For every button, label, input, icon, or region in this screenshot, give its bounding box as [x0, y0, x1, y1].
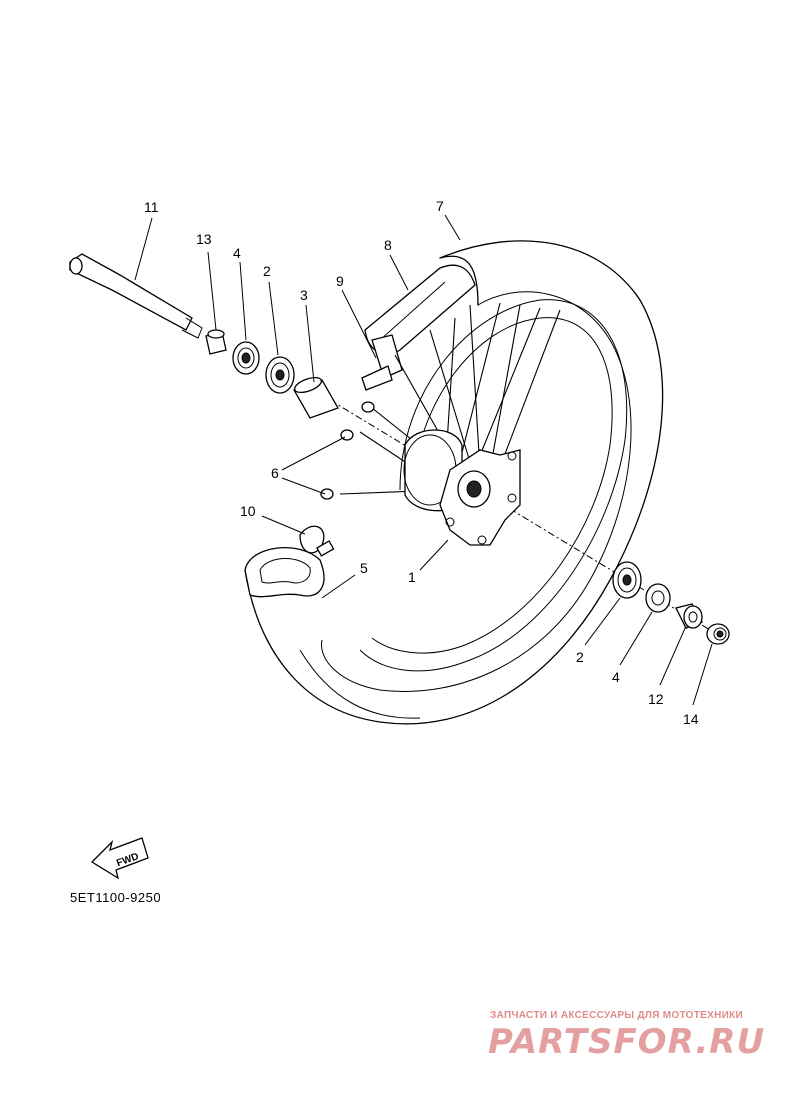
callout-9: 9: [336, 273, 344, 289]
callout-numbers: 11 13 4 2 3 9 8 7 6 10 5 1 2 4 12 14: [144, 198, 699, 727]
callout-12: 12: [648, 691, 664, 707]
oil-seal-right: [645, 583, 671, 613]
callout-13: 13: [196, 231, 212, 247]
bearing-left: [265, 356, 295, 394]
axle: [69, 253, 203, 339]
collar-13: [205, 329, 227, 355]
rim-lock: [361, 334, 403, 391]
callout-10: 10: [240, 503, 256, 519]
callout-4-right: 4: [612, 669, 620, 685]
fwd-arrow-icon: FWD: [90, 837, 149, 880]
tire: [244, 240, 664, 725]
callout-7: 7: [436, 198, 444, 214]
callout-2-right: 2: [576, 649, 584, 665]
bearing-right: [612, 561, 642, 599]
callout-5: 5: [360, 560, 368, 576]
nut-14: [706, 623, 730, 645]
watermark-logo: PARTSFOR.RU: [488, 1022, 766, 1062]
collar-12: [675, 603, 703, 629]
callout-11: 11: [144, 199, 159, 215]
watermark-tagline: ЗАПЧАСТИ И АКСЕССУАРЫ ДЛЯ МОТОТЕХНИКИ: [490, 1010, 743, 1021]
callout-1: 1: [408, 569, 416, 585]
callout-4: 4: [233, 245, 241, 261]
callout-3: 3: [300, 287, 308, 303]
rim-band: [364, 264, 476, 355]
callout-8: 8: [384, 237, 392, 253]
diagram-code: 5ET1100-9250: [70, 890, 162, 905]
callout-2: 2: [263, 263, 271, 279]
oil-seal-left: [232, 341, 260, 375]
spoke-nipples: [320, 401, 375, 500]
inner-tube: [244, 525, 335, 598]
leader-lines: [134, 214, 713, 706]
hub: [403, 429, 521, 546]
spacer: [293, 376, 339, 419]
callout-14: 14: [683, 711, 699, 727]
callout-6: 6: [271, 465, 279, 481]
